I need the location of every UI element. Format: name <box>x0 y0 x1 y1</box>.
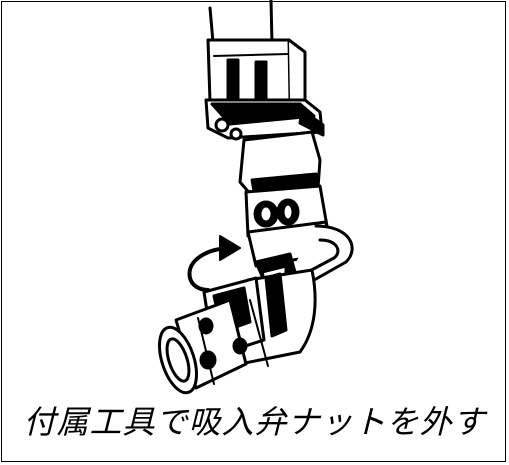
curved-arrow-icon <box>187 235 241 292</box>
upper-block <box>206 38 307 114</box>
inlet-pipe <box>158 298 269 395</box>
valve-body <box>238 130 332 268</box>
flange <box>204 98 325 160</box>
upper-shaft <box>208 0 274 46</box>
figure-caption: 付属工具で吸入弁ナットを外す <box>23 403 486 441</box>
valve-tool-illustration <box>158 0 354 395</box>
